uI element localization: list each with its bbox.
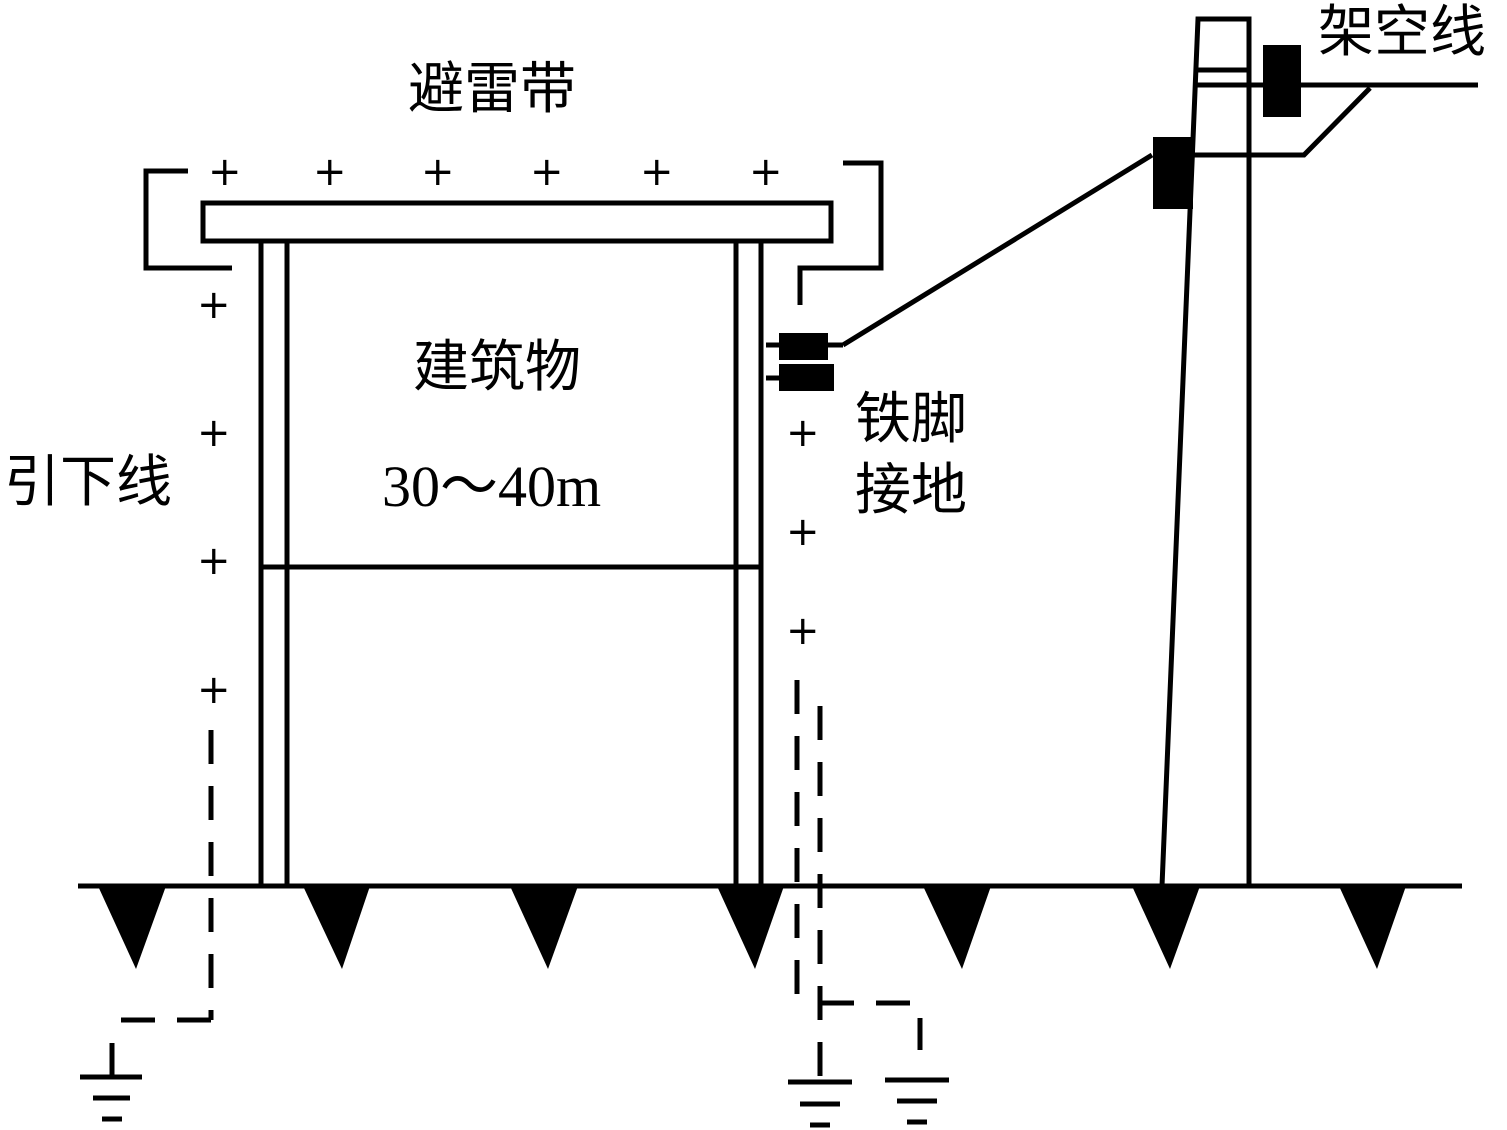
plus-marker: + [313, 149, 347, 195]
earth-symbol-left [80, 1043, 142, 1122]
building-height-label: 30～40m [382, 454, 602, 519]
plus-marker: + [197, 282, 231, 328]
plus-marker: + [208, 149, 242, 195]
lightning-strip-right-bracket [797, 160, 884, 305]
plus-marker: + [640, 149, 674, 195]
iron-foot-grounding-label-line1: 铁脚 [855, 387, 967, 452]
ground-triangle [717, 886, 784, 969]
ground-triangle [303, 886, 370, 969]
lightning-strip-label: 避雷带 [408, 57, 576, 122]
overhead-line-label: 架空线 [1318, 0, 1486, 65]
iron-foot-grounding-label-line2: 接地 [855, 458, 967, 523]
overhead-insulator [1263, 45, 1301, 117]
plus-marker: + [530, 149, 564, 195]
building-label: 建筑物 [413, 335, 581, 400]
service-drop-line [841, 152, 1154, 348]
plus-marker: + [786, 410, 820, 456]
plus-marker: + [421, 149, 455, 195]
lightning-strip-left-bracket [143, 168, 232, 271]
plus-marker: + [197, 410, 231, 456]
ground-triangle [923, 886, 991, 969]
plus-marker: + [786, 608, 820, 654]
ground-triangle [1132, 886, 1200, 969]
ground-triangle [510, 886, 578, 969]
iron-foot-insulator-lower [779, 364, 834, 391]
down-conductor-label: 引下线 [4, 450, 172, 515]
plus-marker: + [197, 538, 231, 584]
plus-marker: + [197, 667, 231, 713]
iron-foot-insulator-upper [779, 333, 828, 360]
ground-triangle [1339, 886, 1406, 969]
earth-symbol-middle [788, 1079, 852, 1128]
plus-marker: + [749, 149, 783, 195]
roof-slab [200, 200, 834, 244]
overhead-line-lower [1193, 86, 1372, 158]
utility-pole [1159, 16, 1252, 887]
plus-marker: + [786, 509, 820, 555]
pole-insulator [1153, 137, 1193, 209]
ground-triangle [98, 886, 166, 969]
earth-symbol-right [885, 1077, 949, 1125]
